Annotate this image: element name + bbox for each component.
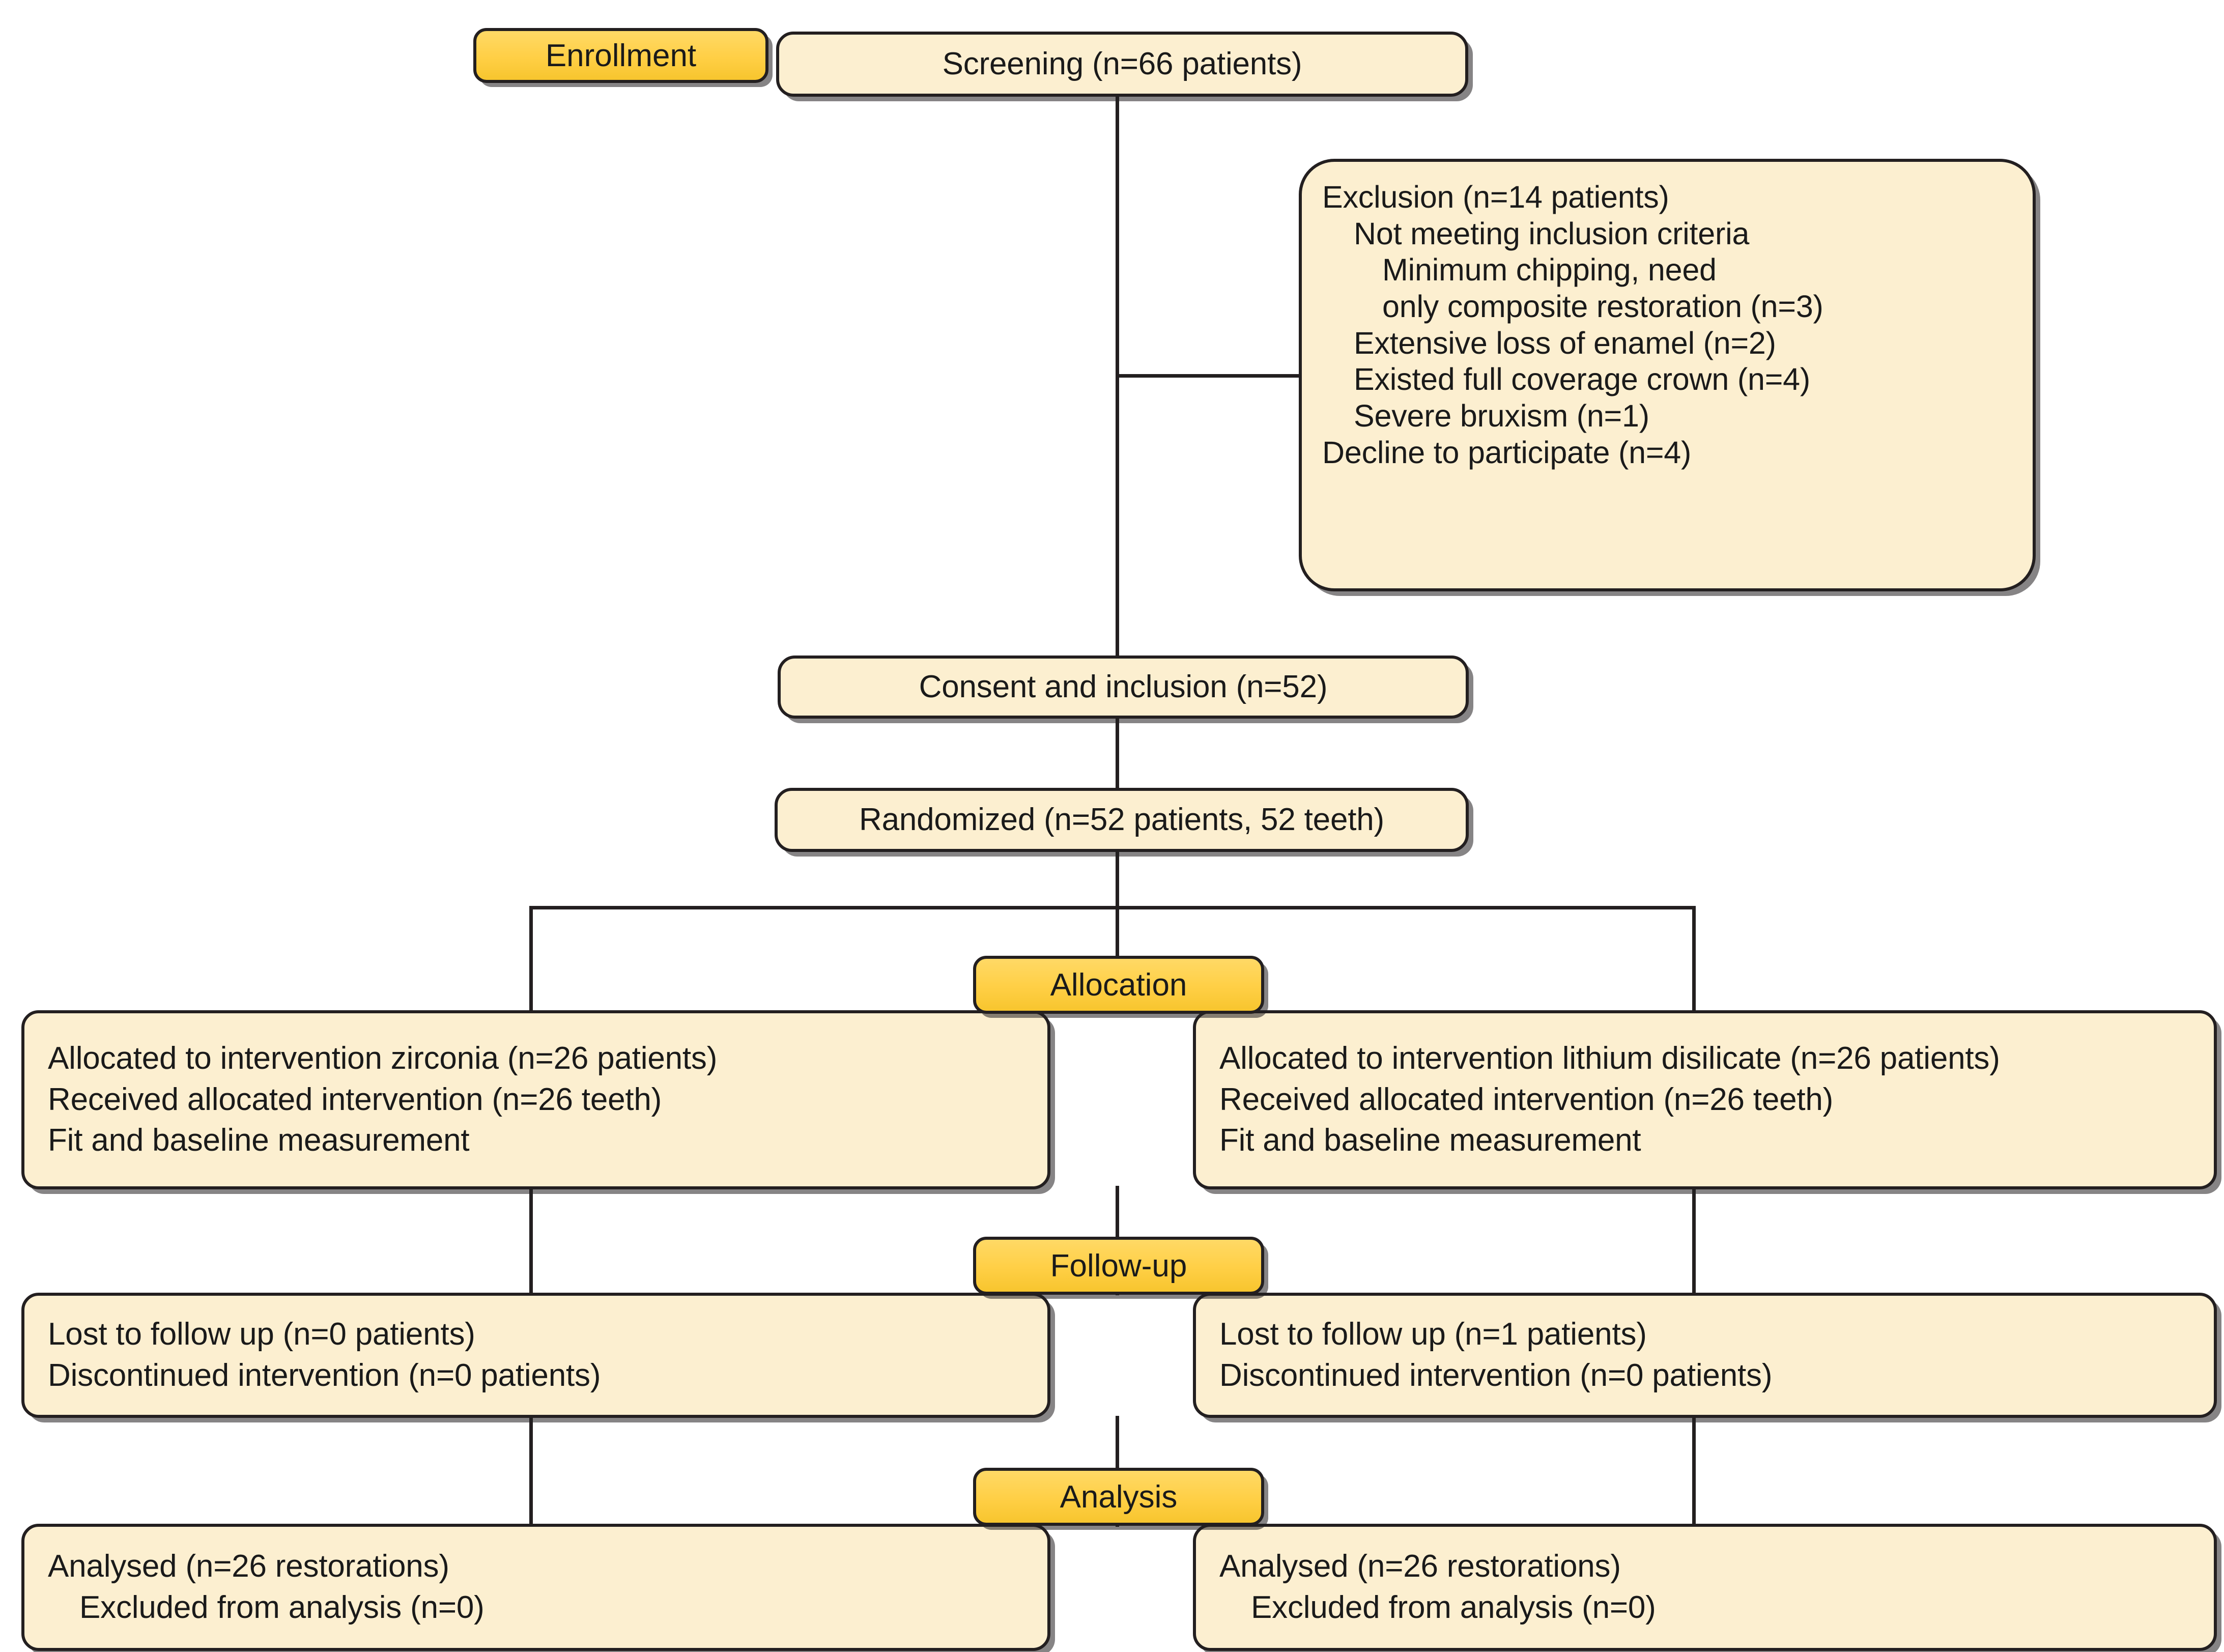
stage-label-analysis: Analysis — [1060, 1479, 1178, 1515]
analysis-right-line-1: Analysed (n=26 restorations) — [1219, 1549, 1621, 1584]
connector-left-arm-drop — [529, 906, 533, 1013]
connector-right-arm-drop — [1692, 906, 1696, 1013]
node-randomized-text: Randomized (n=52 patients, 52 teeth) — [859, 802, 1384, 837]
stage-badge-followup[interactable]: Follow-up — [973, 1237, 1264, 1295]
exclusion-line-4: only composite restoration (n=3) — [1382, 289, 1823, 324]
followup-right-line-1: Lost to follow up (n=1 patients) — [1219, 1317, 1647, 1352]
allocation-left-line-2: Received allocated intervention (n=26 te… — [48, 1081, 662, 1117]
stage-label-allocation: Allocation — [1050, 967, 1187, 1003]
connector-to-exclusion — [1116, 374, 1306, 378]
connector-right-followup-to-analysis — [1692, 1416, 1696, 1527]
node-consent[interactable]: Consent and inclusion (n=52) — [778, 656, 1469, 719]
exclusion-line-8: Decline to participate (n=4) — [1322, 435, 1692, 470]
node-analysis-lithium-disilicate[interactable]: Analysed (n=26 restorations) Excluded fr… — [1193, 1524, 2217, 1651]
stage-badge-enrollment[interactable]: Enrollment — [473, 28, 768, 83]
exclusion-line-3: Minimum chipping, need — [1382, 252, 1717, 288]
stage-badge-analysis[interactable]: Analysis — [973, 1468, 1264, 1526]
connector-consent-to-randomized — [1116, 715, 1119, 792]
followup-right-line-2: Discontinued intervention (n=0 patients) — [1219, 1358, 1773, 1393]
node-consent-text: Consent and inclusion (n=52) — [919, 669, 1328, 704]
allocation-right-line-1: Allocated to intervention lithium disili… — [1219, 1041, 2000, 1076]
allocation-right-line-2: Received allocated intervention (n=26 te… — [1219, 1081, 1834, 1117]
stage-badge-allocation[interactable]: Allocation — [973, 956, 1264, 1014]
node-followup-lithium-disilicate[interactable]: Lost to follow up (n=1 patients) Discont… — [1193, 1293, 2217, 1418]
node-allocation-zirconia[interactable]: Allocated to intervention zirconia (n=26… — [21, 1010, 1050, 1189]
exclusion-line-6: Existed full coverage crown (n=4) — [1354, 362, 1810, 397]
connector-left-allocation-to-followup — [529, 1186, 533, 1295]
node-analysis-zirconia[interactable]: Analysed (n=26 restorations) Excluded fr… — [21, 1524, 1050, 1651]
followup-left-line-1: Lost to follow up (n=0 patients) — [48, 1317, 475, 1352]
analysis-right-line-2: Excluded from analysis (n=0) — [1251, 1590, 1656, 1625]
node-randomized[interactable]: Randomized (n=52 patients, 52 teeth) — [775, 788, 1469, 852]
allocation-left-line-1: Allocated to intervention zirconia (n=26… — [48, 1041, 718, 1076]
node-allocation-lithium-disilicate[interactable]: Allocated to intervention lithium disili… — [1193, 1010, 2217, 1189]
stage-label-enrollment: Enrollment — [545, 38, 697, 73]
stage-label-followup: Follow-up — [1050, 1248, 1187, 1284]
analysis-left-line-1: Analysed (n=26 restorations) — [48, 1549, 449, 1584]
node-screening[interactable]: Screening (n=66 patients) — [776, 32, 1468, 97]
exclusion-line-7: Severe bruxism (n=1) — [1354, 398, 1649, 434]
connector-right-allocation-to-followup — [1692, 1186, 1696, 1295]
node-screening-text: Screening (n=66 patients) — [942, 46, 1302, 81]
analysis-left-line-2: Excluded from analysis (n=0) — [79, 1590, 484, 1625]
allocation-left-line-3: Fit and baseline measurement — [48, 1123, 470, 1158]
node-exclusion[interactable]: Exclusion (n=14 patients) Not meeting in… — [1299, 159, 2036, 591]
connector-left-followup-to-analysis — [529, 1416, 533, 1527]
allocation-right-line-3: Fit and baseline measurement — [1219, 1123, 1641, 1158]
connector-split-bar — [529, 906, 1696, 909]
node-followup-zirconia[interactable]: Lost to follow up (n=0 patients) Discont… — [21, 1293, 1050, 1418]
exclusion-line-2: Not meeting inclusion criteria — [1354, 216, 1750, 251]
followup-left-line-2: Discontinued intervention (n=0 patients) — [48, 1358, 601, 1393]
exclusion-line-5: Extensive loss of enamel (n=2) — [1354, 325, 1776, 360]
exclusion-line-1: Exclusion (n=14 patients) — [1322, 180, 1669, 214]
